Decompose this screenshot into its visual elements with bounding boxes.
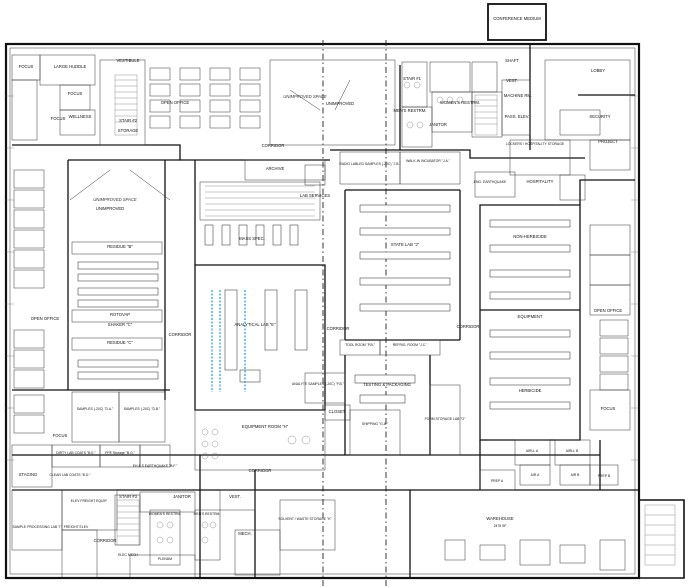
room-label-stair2: STAIR #2: [119, 118, 138, 123]
room-label-shaker: SHAKER "C": [108, 322, 133, 327]
stairs: [114, 74, 676, 566]
room-label-eh-earthquake: EH & S EARTHQUAKE "B.F.": [133, 464, 178, 468]
room-label-corridor-s: CORRIDOR: [249, 468, 272, 473]
room-label-non-herbicide: NON-HERBICIDE: [513, 234, 547, 239]
room-labels: CONFERENCE MEDIUM FOCUS LARGE HUDDLE VES…: [13, 16, 623, 561]
room-label-storage-n: STORAGE: [118, 128, 139, 133]
room-label-corridor-n: CORRIDOR: [262, 143, 285, 148]
room-label-mens-s: MEN'S RESTRM.: [194, 512, 221, 516]
room-label-warehouse: WAREHOUSE: [486, 516, 514, 521]
room-label-prep-b: PREP B: [598, 474, 611, 478]
room-label-prep-a: PREP A: [491, 479, 504, 483]
room-label-mass-spec: MASS SPEC.: [239, 236, 265, 241]
room-label-pass-elev: PASS. ELEV.: [505, 114, 530, 119]
room-label-lockers: LOCKERS / HOSPITALITY STORAGE: [506, 142, 565, 146]
room-label-conference: CONFERENCE MEDIUM: [493, 16, 541, 21]
room-label-refrig: REFRIG. ROOM "J.C.": [393, 343, 428, 347]
room-label-analytical: ANALYTICAL LAB "E": [234, 322, 276, 327]
warehouse-equipment: [444, 539, 626, 571]
room-label-airlock-a: AIRLL A: [526, 449, 539, 453]
room-label-air-b: AIR B: [571, 473, 581, 477]
room-label-unimproved-n: UNIMPROVED: [326, 101, 354, 106]
room-label-corridor-c: CORRIDOR: [327, 326, 350, 331]
room-label-focus-e: FOCUS: [601, 406, 616, 411]
room-label-archive: ARCHIVE: [266, 166, 285, 171]
room-label-open-office-n: OPEN OFFICE: [161, 100, 190, 105]
room-label-corridor-sw: CORRIDOR: [94, 538, 117, 543]
room-label-focus-nw: FOCUS: [19, 64, 34, 69]
building-shell: [4, 3, 685, 586]
room-label-mech: MECH.: [238, 531, 252, 536]
room-label-radio: RADIO LABLED SAMPLES (-20C) "J.B.": [339, 162, 401, 166]
room-label-womens-n: WOMEN'S RESTRM.: [440, 100, 480, 105]
room-label-analyte: ANALYTE SAMPLES (-20C) "F.B.": [292, 382, 345, 386]
room-label-wellness: WELLNESS: [69, 114, 92, 119]
interior-walls: [12, 45, 640, 578]
room-label-focus-2: FOCUS: [68, 91, 83, 96]
room-label-womens-s: WOMEN'S RESTRM.: [149, 512, 182, 516]
room-label-corridor-e: CORRIDOR: [457, 324, 480, 329]
room-label-plenum: PLENUM: [158, 557, 172, 561]
room-label-shaft: SHAFT: [505, 58, 519, 63]
room-label-staging: STAGING: [19, 472, 38, 477]
room-label-machine-rm: MACHINE RM.: [504, 93, 532, 98]
room-label-residue-b: RESIDUE "B": [107, 244, 133, 249]
room-label-elec-mech: ELEC MECH: [118, 553, 138, 557]
warehouse-area: 2475 SF: [494, 524, 507, 528]
room-label-residue-c: RESIDUE "C": [107, 340, 133, 345]
room-label-unimproved-space-n: UNIMPROVED SPACE: [283, 94, 327, 99]
room-label-lobby: LOBBY: [591, 68, 605, 73]
restroom-fixtures: [156, 81, 464, 544]
room-label-lab-services: LAB SERVICES: [300, 193, 330, 198]
room-label-tool-room: TOOL ROOM "P.B.": [345, 343, 376, 347]
room-label-huddle: LARGE HUDDLE: [54, 64, 87, 69]
unimproved-markers: [69, 79, 351, 201]
room-outlines: [11, 54, 631, 579]
room-label-elev-freight: ELEV FREIGHT EQUIP.: [71, 499, 108, 503]
room-label-rotovap: ROTOVAP: [110, 312, 130, 317]
room-label-mens-n: MEN'S RESTRM.: [394, 108, 427, 113]
room-label-unimproved-w: UNIMPROVED: [96, 206, 124, 211]
room-label-focus-sw: FOCUS: [53, 433, 68, 438]
room-label-state-lab: STATE LAB "J": [391, 242, 420, 247]
room-label-janitor-s: JANITOR: [173, 494, 191, 499]
room-label-airlock-b: AIRLL B: [566, 449, 579, 453]
room-label-walkin: WALK-IN INCUBATOR "J.A.": [406, 159, 451, 163]
room-label-open-office-e: OPEN OFFICE: [594, 308, 623, 313]
room-label-unimproved-space-w: UNIMPROVED SPACE: [93, 197, 137, 202]
room-label-project: PROJECT: [598, 139, 618, 144]
room-label-eng-earthquake: ENG. EARTHQUAKE: [474, 180, 507, 184]
room-label-hospitality: HOSPITALITY: [527, 179, 554, 184]
room-label-air-a: AIR A: [531, 473, 540, 477]
room-label-testing: TESTING & PACKAGING: [363, 382, 411, 387]
room-label-sample-proc: SAMPLE PROCESSING LAB "I": [13, 525, 63, 529]
room-label-open-office-w: OPEN OFFICE: [31, 316, 60, 321]
room-label-form-storage: FORM STORAGE LAB "G": [425, 417, 467, 421]
lab-benches: [13, 169, 629, 460]
room-label-equipment: EQUIPMENT: [518, 314, 543, 319]
room-label-equipment-room: EQUIPMENT ROOM "H": [242, 424, 289, 429]
room-label-security: SECURITY: [589, 114, 610, 119]
room-label-freight-elev: FREIGHT ELEV: [64, 525, 89, 529]
room-label-vestibule: VESTIBULE: [116, 58, 139, 63]
room-label-janitor-n: JANITOR: [429, 122, 447, 127]
room-label-stair3: STAIR #3: [119, 494, 138, 499]
room-label-stair1: STAIR #1: [403, 76, 422, 81]
room-label-focus-3: FOCUS: [51, 116, 66, 121]
room-label-shipping: SHIPPING "G.A.": [362, 422, 389, 426]
room-label-vest-n: VEST.: [506, 78, 518, 83]
room-label-corridor-w: CORRIDOR: [169, 332, 192, 337]
room-label-herbicide: HERBICIDE: [519, 388, 542, 393]
room-label-vest-s: VEST.: [229, 494, 241, 499]
room-label-ppe-storage: PPE Storage "B.G.": [105, 451, 136, 455]
room-label-samples-a: SAMPLES (-20C) "D.A.": [77, 407, 114, 411]
room-label-closet: CLOSET: [329, 409, 346, 414]
room-label-dirty-lab: DIRTY LAB COATS "B.E.": [56, 451, 96, 455]
room-label-clean-lab: CLEAN LAB COATS "B.D.": [50, 473, 92, 477]
room-label-samples-b: SAMPLES (-20C) "D.B.": [124, 407, 161, 411]
room-label-solvent: SOLVENT / WASTE STORAGE "K": [278, 517, 332, 521]
